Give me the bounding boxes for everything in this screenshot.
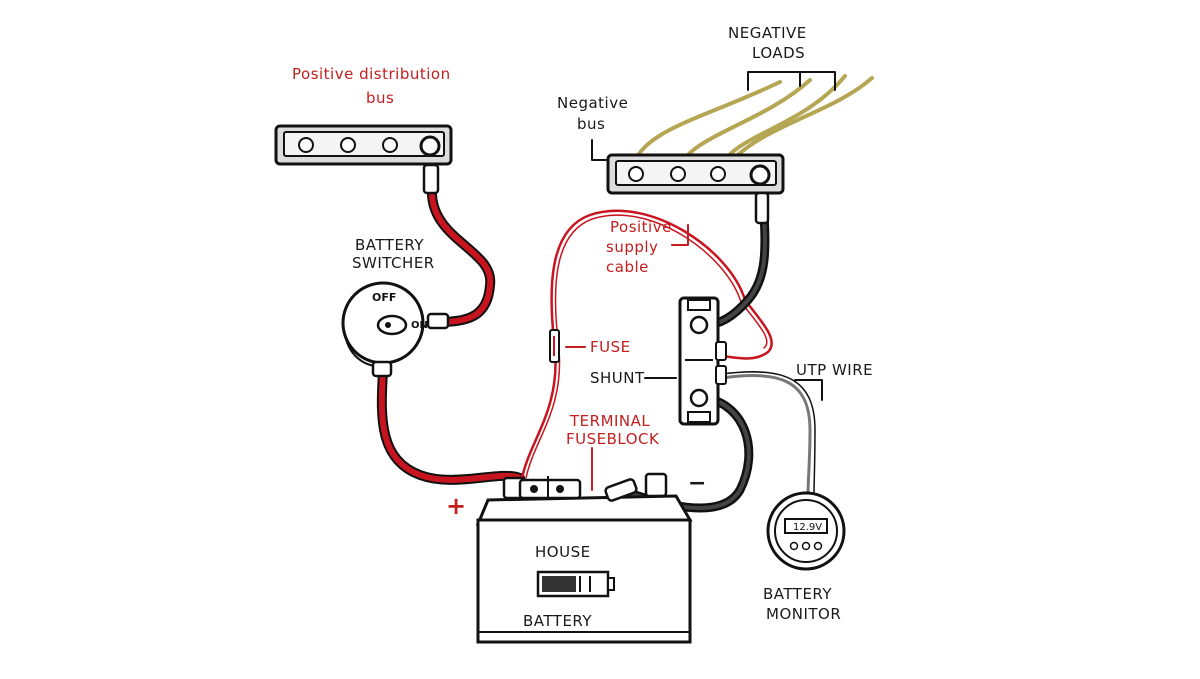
- positive-bus-label-line2: bus: [366, 89, 394, 107]
- battery-switcher-label-line1: BATTERY: [355, 236, 424, 254]
- battery-negative-post: [644, 472, 668, 498]
- bus-terminal: [710, 166, 726, 182]
- negative-bus: [606, 153, 785, 225]
- positive-sign: +: [446, 492, 466, 520]
- terminal-fuseblock-label-line1: TERMINAL: [569, 412, 650, 430]
- monitor-button: [813, 541, 823, 551]
- positive-bus-label-line1: Positive distribution: [292, 65, 451, 83]
- battery-label: BATTERY: [523, 612, 592, 630]
- bus-terminal: [340, 137, 356, 153]
- labels: Positive distribution bus NEGATIVE LOADS…: [292, 24, 873, 630]
- negative-bus-label-line2: bus: [577, 115, 605, 133]
- bus-to-switch-cable: [426, 185, 496, 327]
- positive-supply-label-line2: supply: [606, 238, 658, 256]
- shunt-label: SHUNT: [590, 369, 645, 387]
- shunt: [678, 296, 727, 426]
- terminal-fuseblock: [518, 476, 582, 500]
- negative-bus-label-line1: Negative: [557, 94, 628, 112]
- negative-loads-label-line2: LOADS: [752, 44, 805, 62]
- battery-monitor: 12.9V: [766, 491, 846, 571]
- bus-terminal: [298, 137, 314, 153]
- switch-on-label: ON: [411, 320, 428, 331]
- monitor-button: [801, 541, 811, 551]
- house-battery: [475, 472, 693, 644]
- monitor-screen: [784, 518, 828, 534]
- fuse-label: FUSE: [590, 338, 631, 356]
- utp-wire-label: UTP WIRE: [796, 361, 873, 379]
- monitor-readout: 12.9V: [793, 522, 822, 533]
- battery-switcher: OFF ON: [341, 281, 450, 378]
- battery-monitor-label-line1: BATTERY: [763, 585, 832, 603]
- switch-off-label: OFF: [372, 291, 396, 304]
- inline-fuse: [549, 329, 560, 363]
- house-label: HOUSE: [535, 543, 591, 561]
- bus-terminal: [419, 135, 441, 157]
- bus-terminal: [628, 166, 644, 182]
- bus-terminal: [749, 164, 771, 186]
- battery-switcher-label-line2: SWITCHER: [352, 254, 435, 272]
- leader-lines: [565, 71, 836, 491]
- utp-wire: [720, 374, 812, 497]
- positive-supply-label-line1: Positive: [610, 218, 672, 236]
- shunt-terminal: [689, 388, 709, 408]
- positive-supply-cable: [520, 209, 773, 480]
- bus-terminal: [670, 166, 686, 182]
- battery-monitor-label-line2: MONITOR: [766, 605, 841, 623]
- shunt-terminal: [689, 315, 709, 335]
- monitor-button: [789, 541, 799, 551]
- bus-terminal: [382, 137, 398, 153]
- positive-bus: [274, 124, 453, 195]
- switch-knob: [376, 314, 408, 336]
- negative-loads-label-line1: NEGATIVE: [728, 24, 807, 42]
- positive-supply-label-line3: cable: [606, 258, 649, 276]
- terminal-fuseblock-label-line2: FUSEBLOCK: [566, 430, 660, 448]
- negative-sign: −: [688, 471, 706, 496]
